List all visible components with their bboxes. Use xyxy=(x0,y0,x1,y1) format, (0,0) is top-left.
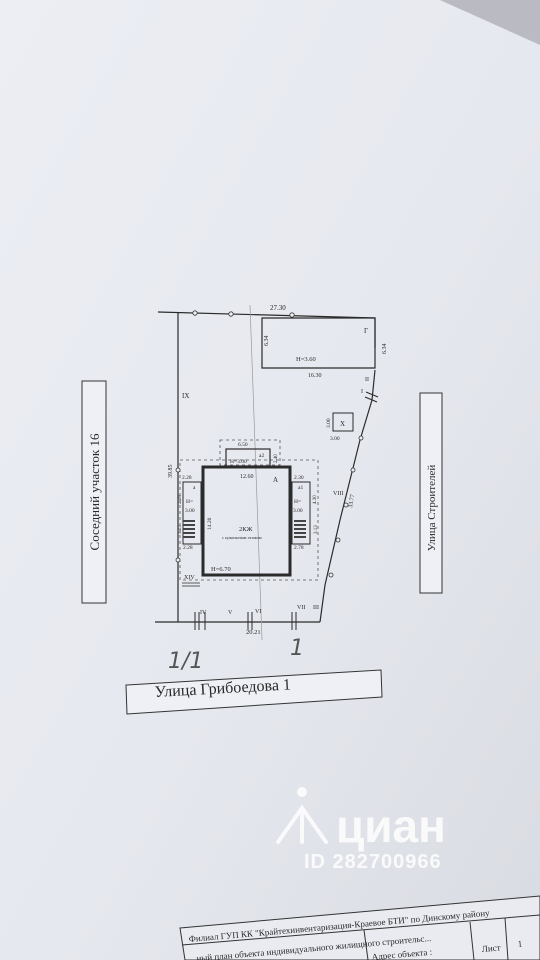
stamp-sheet: Лист xyxy=(481,942,501,954)
top-dim: 27.30 xyxy=(270,304,286,312)
right-313: 3.13 xyxy=(314,525,319,534)
a1-letter: a1 xyxy=(298,485,303,491)
street-right-label: Улица Строителей xyxy=(426,465,438,552)
a2-height: H=3.00 xyxy=(230,459,247,465)
fence-i: I xyxy=(361,389,363,395)
handwriting-right: 1 xyxy=(290,636,304,661)
right-dim: 33.77 xyxy=(348,494,356,508)
house-top: 12.60 xyxy=(240,474,254,480)
handwriting-left: 1/1 xyxy=(168,649,203,674)
right-228: 2.78 xyxy=(294,545,304,551)
a-left-vert: 2.18 xyxy=(178,495,183,504)
left-313: 3.13 xyxy=(178,525,183,534)
main-house xyxy=(201,465,292,577)
cian-logo-icon xyxy=(276,787,328,844)
cian-watermark: циан ID 282700966 xyxy=(276,787,446,873)
house-center-vert: 14.20 xyxy=(207,517,213,530)
a-right-top: 2.30 xyxy=(294,475,304,481)
a-letter: A xyxy=(273,476,278,484)
site-plan: 27.30 6.34 6.34 Г H=3.60 16.30 II I IX X… xyxy=(155,304,388,674)
house-code: 2КЖ xyxy=(239,526,253,533)
a-left-top: 2.28 xyxy=(182,475,192,481)
v-label: V xyxy=(228,610,233,616)
xiv-label: XIV xyxy=(184,575,195,581)
house-desc: с цокольным этажом xyxy=(222,535,262,540)
house-height: H=6.70 xyxy=(211,566,231,573)
a2-letter: a2 xyxy=(259,453,264,459)
x-dim-side: 3.00 xyxy=(326,418,332,428)
fence-ii: II xyxy=(365,377,369,383)
street-left-label: Соседний участок 16 xyxy=(87,433,102,550)
h-left: H= xyxy=(186,499,193,505)
cian-id: ID 282700966 xyxy=(304,851,442,873)
vi-label: VI xyxy=(255,609,261,615)
h-right: H= xyxy=(294,499,301,505)
street-right-box: Улица Строителей xyxy=(419,392,443,594)
a-small-letter: a xyxy=(193,485,196,491)
a2-top: 6.50 xyxy=(238,442,248,448)
g-dim-left: 6.34 xyxy=(264,336,270,347)
g-letter: Г xyxy=(364,327,368,335)
x-dim-bottom: 3.00 xyxy=(330,436,340,442)
h-left-val: 3.00 xyxy=(185,508,195,514)
g-bottom: 16.30 xyxy=(308,373,322,379)
g-height: H=3.60 xyxy=(296,356,316,363)
stairs-right xyxy=(294,518,306,540)
ix-label: IX xyxy=(182,392,189,400)
house-dashed-outline xyxy=(179,459,319,581)
x-letter: X xyxy=(340,420,345,428)
stamp-sheet-num: 1 xyxy=(517,939,522,949)
a2-side: 2.40 xyxy=(274,454,279,463)
axis-line xyxy=(249,304,263,641)
viii-label: VIII xyxy=(333,491,343,497)
street-left-box: Соседний участок 16 xyxy=(81,380,107,604)
stairs-left xyxy=(183,518,195,540)
left-228: 2.28 xyxy=(183,545,193,551)
left-dim: 39.85 xyxy=(168,465,174,479)
a-right-vert: 4.30 xyxy=(313,495,318,504)
g-dim-right: 6.34 xyxy=(382,344,388,355)
vii-label: VII xyxy=(297,605,305,611)
bottom-dim: 20.21 xyxy=(246,629,261,636)
cian-brand: циан xyxy=(336,800,446,852)
h-right-val: 3.00 xyxy=(293,508,303,514)
iii-label: III xyxy=(313,605,319,611)
paper-fold xyxy=(440,0,540,45)
fence-posts xyxy=(175,310,364,578)
stamp-address: Адрес объекта : xyxy=(371,947,432,960)
iv-label: IV xyxy=(200,610,207,616)
